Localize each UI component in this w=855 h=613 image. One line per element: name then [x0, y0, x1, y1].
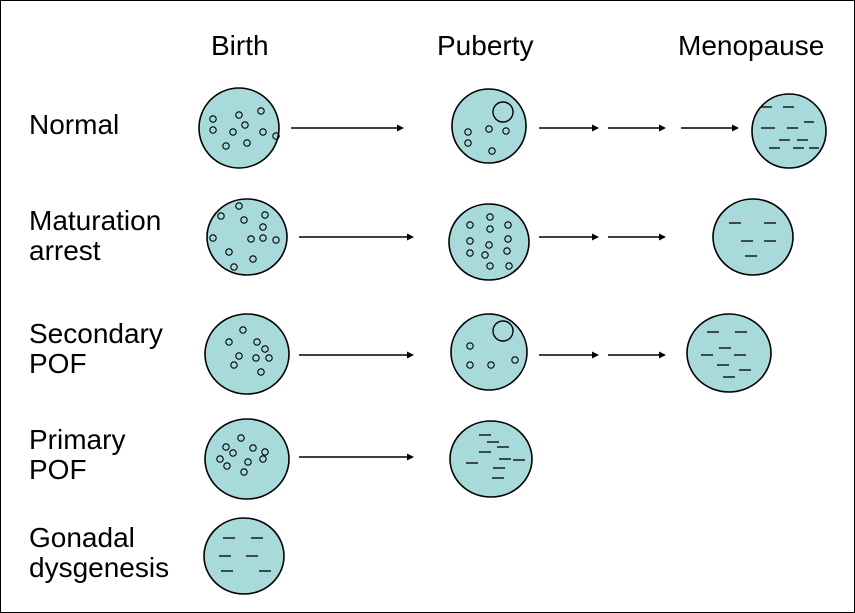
arrow-head-icon [592, 125, 599, 132]
arrow-head-icon [592, 234, 599, 241]
ovary-outline [687, 314, 771, 392]
ovary-follicles [207, 199, 287, 275]
arrow-head-icon [659, 352, 666, 359]
row-maturation-arrest [207, 199, 793, 280]
arrow-head-icon [659, 125, 666, 132]
ovary-follicles [449, 204, 529, 280]
arrow-head-icon [407, 352, 414, 359]
ovary-stroma [687, 314, 771, 392]
ovary-stroma [204, 518, 284, 594]
arrow-head-icon [407, 454, 414, 461]
arrow-head-icon [407, 234, 414, 241]
ovary-outline [450, 421, 532, 497]
arrow-head-icon [397, 125, 404, 132]
ovary-dominant-follicle [451, 314, 527, 390]
ovary-stroma [713, 199, 793, 275]
ovary-outline [713, 199, 793, 275]
ovary-outline [204, 518, 284, 594]
row-primary-pof [205, 419, 532, 499]
arrow-head-icon [659, 234, 666, 241]
ovary-follicles [199, 88, 279, 168]
arrow-head-icon [732, 125, 739, 132]
ovary-outline [451, 314, 527, 390]
ovary-stroma [450, 421, 532, 497]
ovary-stroma [752, 94, 826, 168]
row-secondary-pof [205, 314, 771, 394]
row-normal [199, 88, 826, 168]
ovary-outline [752, 94, 826, 168]
ovary-follicles [205, 314, 289, 394]
arrow-head-icon [592, 352, 599, 359]
ovary-follicles [205, 419, 289, 499]
ovary-outline [205, 314, 289, 394]
row-gonadal-dysgenesis [204, 518, 284, 594]
ovary-dominant-follicle [452, 89, 526, 163]
